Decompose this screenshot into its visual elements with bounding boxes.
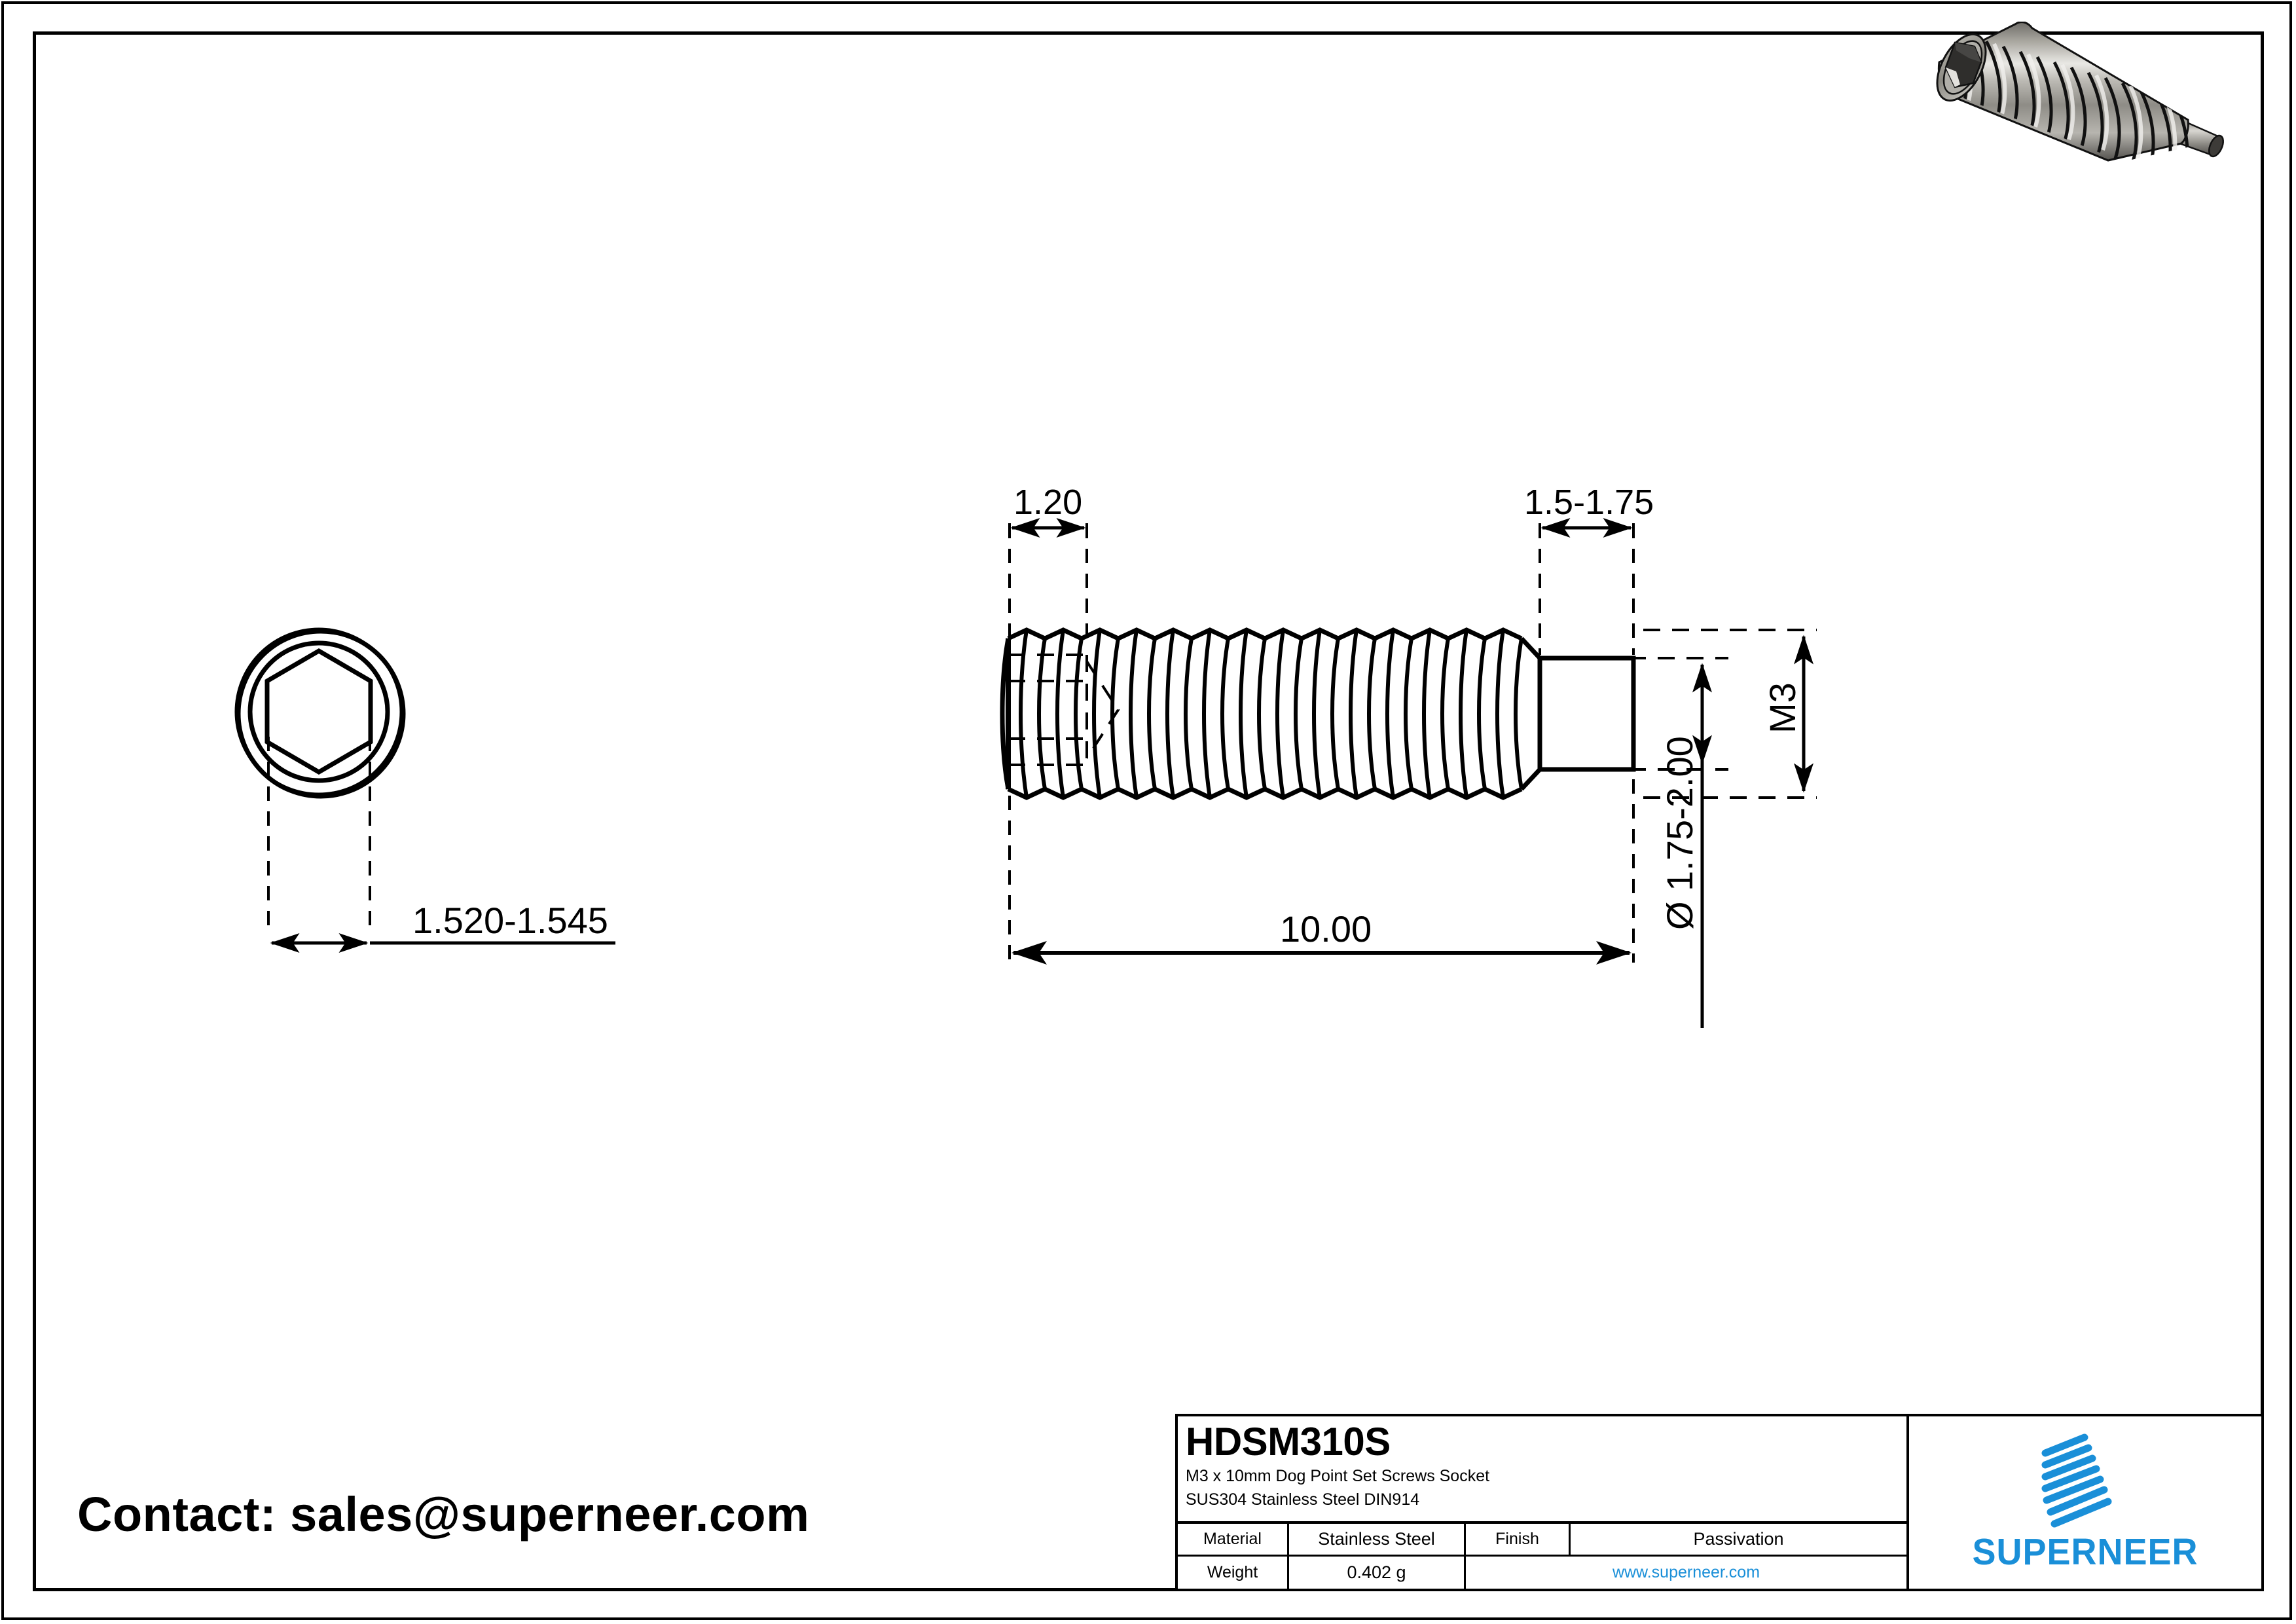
brand-wordmark: SUPERNEER: [1972, 1531, 2198, 1572]
finish-label: Finish: [1466, 1524, 1571, 1555]
contact-line: Contact: sales@superneer.com: [77, 1487, 810, 1541]
hex-socket-3d: [1936, 33, 1987, 102]
title-block: HDSM310S M3 x 10mm Dog Point Set Screws …: [1175, 1414, 2264, 1591]
title-block-rows: Material Stainless Steel Finish Passivat…: [1178, 1524, 1906, 1589]
website-link[interactable]: www.superneer.com: [1612, 1562, 1760, 1581]
finish-value: Passivation: [1693, 1528, 1784, 1549]
material-value: Stainless Steel: [1289, 1524, 1466, 1555]
material-label: Material: [1178, 1524, 1289, 1555]
table-row: Weight 0.402 g www.superneer.com: [1178, 1556, 1906, 1589]
isometric-render: [1892, 22, 2265, 162]
superneer-logo-icon: [2041, 1433, 2112, 1527]
weight-value: 0.402 g: [1289, 1556, 1466, 1589]
part-description-line-2: SUS304 Stainless Steel DIN914: [1186, 1490, 1420, 1509]
brand-panel: SUPERNEER: [1909, 1416, 2261, 1589]
sheet-inner-border: [33, 31, 2264, 1591]
part-number: HDSM310S: [1186, 1420, 1391, 1464]
table-row: Material Stainless Steel Finish Passivat…: [1178, 1524, 1906, 1557]
title-block-left: HDSM310S M3 x 10mm Dog Point Set Screws …: [1178, 1416, 1909, 1589]
weight-label: Weight: [1178, 1556, 1289, 1589]
title-block-header: HDSM310S M3 x 10mm Dog Point Set Screws …: [1178, 1416, 1906, 1524]
part-description-line-1: M3 x 10mm Dog Point Set Screws Socket: [1186, 1467, 1490, 1485]
